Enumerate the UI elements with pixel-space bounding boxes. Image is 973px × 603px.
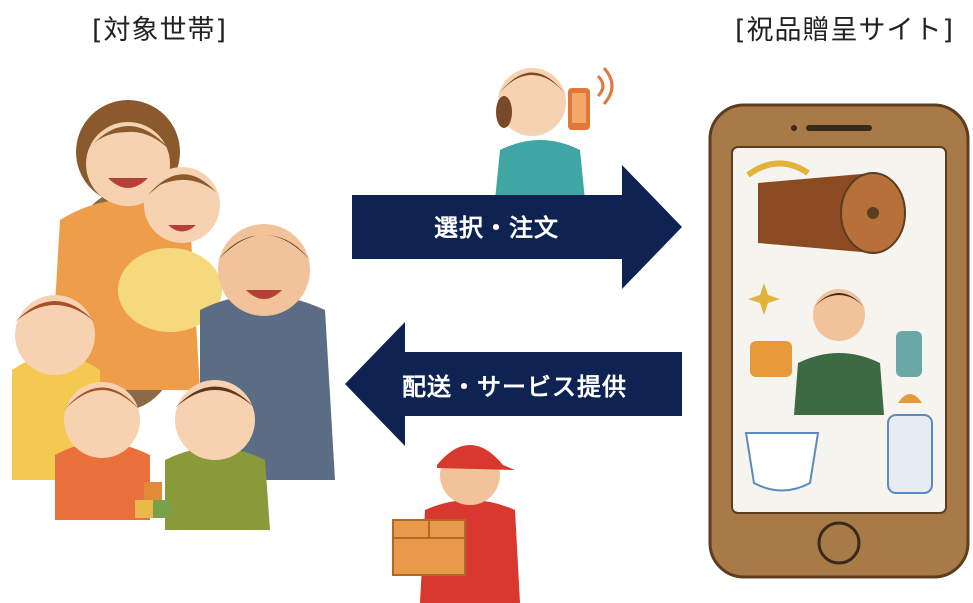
arrow-top-label: 選択・注文 — [434, 214, 559, 242]
arrow-bottom-label: 配送・サービス提供 — [402, 373, 627, 401]
left-heading: [対象世帯] — [92, 15, 228, 46]
right-heading: [祝品贈呈サイト] — [735, 15, 955, 46]
delivery-person-illustration — [392, 445, 520, 603]
arrow-select-order — [352, 165, 682, 289]
arrow-delivery-service — [345, 322, 682, 446]
family-group-illustration — [12, 100, 335, 530]
woman-with-smartphone-illustration — [495, 67, 614, 200]
smartphone-site-illustration — [708, 103, 970, 579]
